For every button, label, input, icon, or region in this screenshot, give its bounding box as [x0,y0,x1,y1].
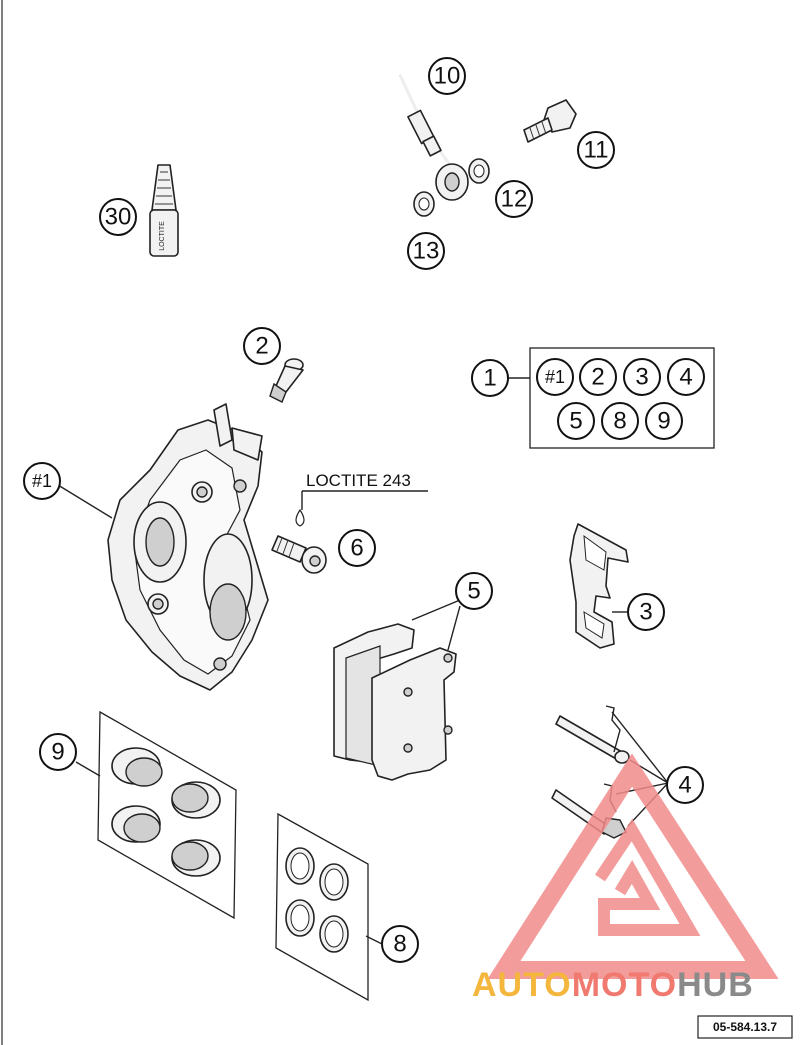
kit-item-1: #1 [545,367,565,387]
callout-caliper-label: #1 [32,471,52,491]
pistons-part-9 [97,710,237,920]
callout-5: 5 [455,572,493,610]
callout-6-label: 6 [350,535,363,562]
callout-12-label: 12 [501,186,528,213]
reference-code-box: 05-584.13.7 [697,1015,793,1039]
callout-3: 3 [612,593,665,631]
callout-10-label: 10 [434,63,461,90]
seal-rings-part-8 [275,812,369,1002]
kit-item-8: 8 [613,408,626,435]
callout-2: 2 [243,327,281,365]
bleeder-screw-part-2 [269,358,304,403]
svg-text:AUTOMOTOHUB: AUTOMOTOHUB [472,966,754,1004]
callout-8: 8 [365,925,419,963]
callout-4: 4 [666,766,704,804]
callout-caliper-1: #1 [23,462,113,519]
brake-line-part-10 [398,74,469,201]
watermark-hub: HUB [677,966,754,1004]
callout-13-label: 13 [413,238,440,265]
banjo-bolt-part-11 [523,99,577,143]
kit-item-4: 4 [679,364,692,391]
repair-kit-contents: #1 2 3 4 5 8 9 [508,347,715,449]
callout-3-label: 3 [639,599,652,626]
callout-4-label: 4 [678,772,691,799]
washer-part-13 [413,191,435,217]
callout-30: 30 [99,198,137,236]
kit-item-2: 2 [591,364,604,391]
watermark-text: AUTOMOTOHUB [472,966,754,1004]
kit-item-3: 3 [635,364,648,391]
callout-8-label: 8 [393,931,406,958]
watermark-logo [487,753,779,979]
callout-2-label: 2 [255,333,268,360]
kit-item-5: 5 [569,408,582,435]
callout-9-label: 9 [51,739,64,766]
callout-1: 1 [471,359,509,397]
callout-11-label: 11 [584,137,609,164]
callout-9: 9 [39,733,101,777]
kit-item-9: 9 [657,408,670,435]
washer-part-12 [468,158,490,184]
drop-icon [295,508,305,527]
tube-label: LOCTITE [159,221,166,251]
bolt-part-6 [271,535,327,574]
callout-1-label: 1 [483,365,496,392]
brake-caliper-part-1 [107,403,269,691]
brake-pads-part-5 [333,599,461,781]
loctite-note: LOCTITE 243 [295,471,428,527]
callout-11: 11 [577,131,615,169]
watermark-moto: MOTO [572,966,677,1004]
callout-6: 6 [338,529,376,567]
reference-code: 05-584.13.7 [713,1020,777,1034]
loctite-note-label: LOCTITE 243 [306,471,411,490]
loctite-tube-part-30: LOCTITE [149,164,179,257]
callout-10: 10 [428,57,466,95]
callout-5-label: 5 [467,578,480,605]
callout-13: 13 [407,232,445,270]
callout-12: 12 [495,180,533,218]
pad-spring-part-3 [569,523,629,649]
callout-30-label: 30 [105,204,132,231]
watermark-auto: AUTO [472,966,572,1004]
